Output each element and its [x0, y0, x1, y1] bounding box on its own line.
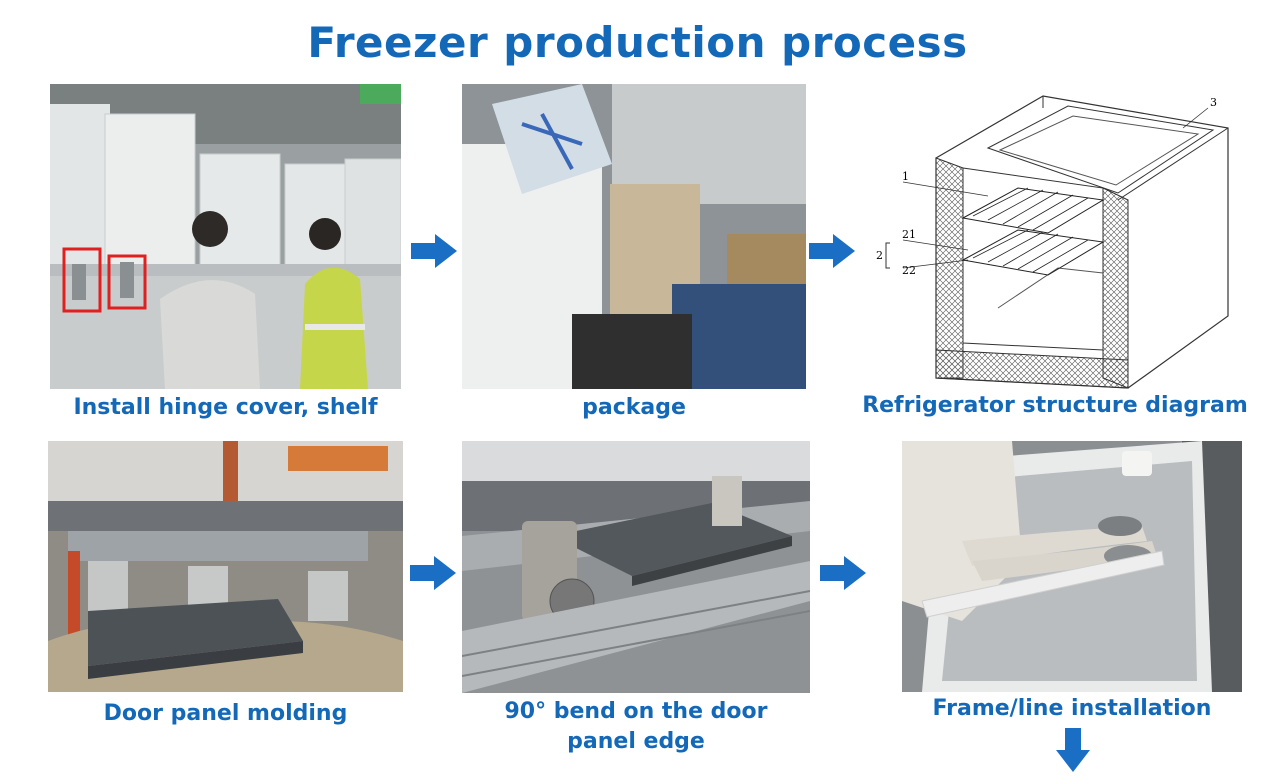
caption-molding: Door panel molding	[103, 701, 348, 726]
photo-frame-installation	[902, 441, 1242, 692]
photo-package	[462, 84, 806, 389]
caption-package: package	[582, 395, 686, 420]
page-title: Freezer production process	[307, 18, 968, 67]
caption-frame: Frame/line installation	[932, 696, 1212, 721]
diagram-label-22: 22	[902, 264, 916, 277]
right-arrow-icon	[411, 234, 457, 272]
diagram-label-3: 3	[1210, 96, 1217, 109]
caption-bend: 90° bend on the door panel edge	[462, 697, 810, 757]
diagram-label-1: 1	[902, 170, 909, 183]
caption-diagram: Refrigerator structure diagram	[862, 393, 1248, 418]
photo-door-edge-bend	[462, 441, 810, 693]
refrigerator-structure-diagram: 3 1 2 21 22	[868, 88, 1250, 390]
down-arrow-icon	[1056, 728, 1090, 776]
photo-hinge-install	[50, 84, 401, 389]
right-arrow-icon	[820, 556, 866, 594]
photo-door-panel-molding	[48, 441, 403, 692]
caption-bend-line1: 90° bend on the door	[504, 699, 768, 724]
caption-hinge: Install hinge cover, shelf	[73, 395, 378, 420]
caption-bend-line2: panel edge	[567, 729, 705, 754]
right-arrow-icon	[410, 556, 456, 594]
hinge-highlight-box	[107, 254, 147, 310]
diagram-label-2: 2	[876, 249, 883, 262]
diagram-label-21: 21	[902, 228, 916, 241]
right-arrow-icon	[809, 234, 855, 272]
hinge-highlight-box	[62, 247, 102, 313]
